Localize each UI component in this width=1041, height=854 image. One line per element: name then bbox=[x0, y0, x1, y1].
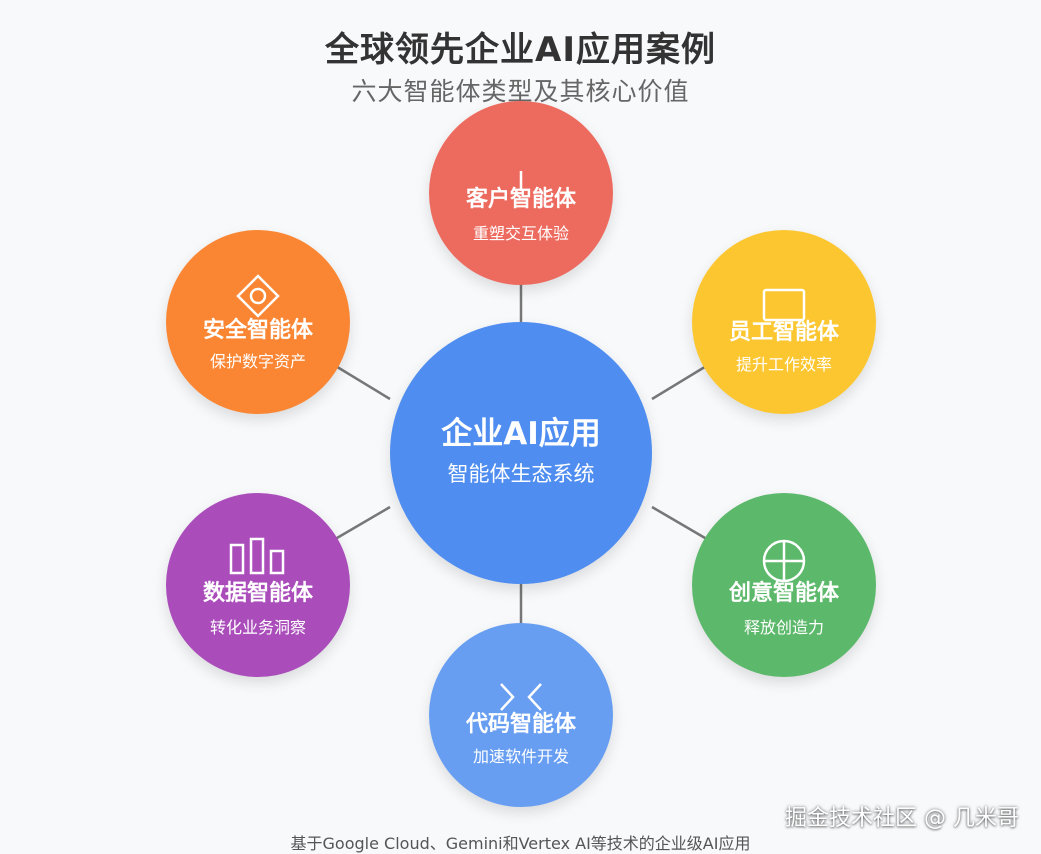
bar-chart-icon bbox=[229, 537, 285, 575]
agent-node-creative: 创意智能体 释放创造力 bbox=[692, 493, 876, 677]
agent-desc: 转化业务洞察 bbox=[209, 618, 306, 637]
agent-name: 员工智能体 bbox=[728, 320, 839, 345]
agent-desc: 提升工作效率 bbox=[735, 355, 832, 374]
center-hub: 企业AI应用 智能体生态系统 bbox=[390, 322, 652, 584]
agent-node-data: 数据智能体 转化业务洞察 bbox=[166, 493, 350, 677]
agent-desc: 重塑交互体验 bbox=[472, 224, 569, 243]
agent-desc: 释放创造力 bbox=[743, 618, 824, 637]
connector-security bbox=[333, 363, 391, 401]
watermark: 掘金技术社区 @ 几米哥 bbox=[785, 806, 1019, 831]
center-subtitle: 智能体生态系统 bbox=[447, 462, 595, 486]
agent-node-code: 代码智能体 加速软件开发 bbox=[429, 623, 613, 807]
footer-note: 基于Google Cloud、Gemini和Vertex AI等技术的企业级AI… bbox=[290, 834, 751, 853]
connector-employee bbox=[651, 363, 709, 401]
code-brackets-icon bbox=[500, 683, 542, 711]
agent-node-customer: 客户智能体 重塑交互体验 bbox=[429, 101, 613, 285]
agent-name: 客户智能体 bbox=[465, 187, 576, 212]
agent-name: 安全智能体 bbox=[202, 318, 313, 343]
agent-node-security: 安全智能体 保护数字资产 bbox=[166, 230, 350, 414]
shield-diamond-icon bbox=[236, 274, 280, 318]
crosshair-circle-icon bbox=[762, 539, 806, 583]
monitor-icon bbox=[762, 288, 806, 322]
agent-node-employee: 员工智能体 提升工作效率 bbox=[692, 230, 876, 414]
page-title: 全球领先企业AI应用案例 bbox=[325, 30, 716, 70]
agent-name: 创意智能体 bbox=[728, 581, 839, 606]
agent-name: 数据智能体 bbox=[202, 581, 313, 606]
agent-desc: 加速软件开发 bbox=[472, 747, 569, 766]
center-title: 企业AI应用 bbox=[441, 416, 601, 452]
agent-name: 代码智能体 bbox=[465, 712, 576, 737]
agent-desc: 保护数字资产 bbox=[209, 352, 306, 371]
chat-icon bbox=[519, 171, 523, 191]
